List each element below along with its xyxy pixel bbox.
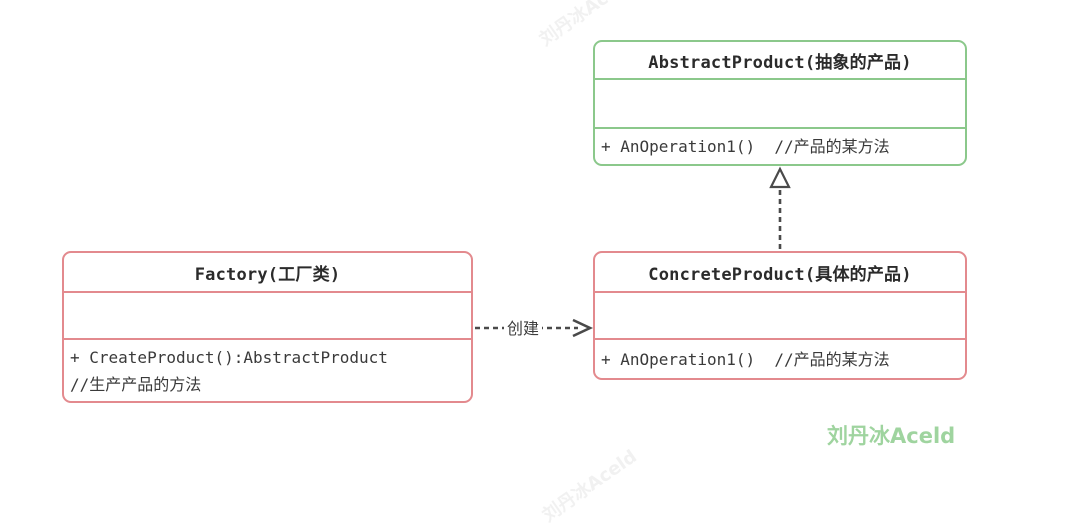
author-watermark: 刘丹冰Aceld <box>827 424 956 448</box>
attributes-section-abstract-product <box>595 80 965 129</box>
dependency-label: 创建 <box>503 315 543 340</box>
realization-arrow-icon <box>769 166 791 250</box>
methods-section-abstract-product: + AnOperation1() //产品的某方法 <box>595 129 965 164</box>
attributes-section-concrete-product <box>595 293 965 340</box>
class-title-abstract-product: AbstractProduct(抽象的产品) <box>595 42 965 80</box>
method-text: + CreateProduct():AbstractProduct <box>70 347 388 367</box>
class-title-concrete-product: ConcreteProduct(具体的产品) <box>595 253 965 293</box>
faint-watermark-bottom: 刘丹冰Aceld <box>538 446 641 523</box>
methods-section-factory: + CreateProduct():AbstractProduct //生产产品… <box>64 340 471 401</box>
class-box-abstract-product: AbstractProduct(抽象的产品) + AnOperation1() … <box>593 40 967 166</box>
method-comment-text: //生产产品的方法 <box>70 374 202 394</box>
attributes-section-factory <box>64 293 471 340</box>
class-box-factory: Factory(工厂类) + CreateProduct():AbstractP… <box>62 251 473 403</box>
methods-section-concrete-product: + AnOperation1() //产品的某方法 <box>595 340 965 378</box>
method-text: + AnOperation1() //产品的某方法 <box>601 349 890 369</box>
method-text: + AnOperation1() //产品的某方法 <box>601 137 890 156</box>
class-box-concrete-product: ConcreteProduct(具体的产品) + AnOperation1() … <box>593 251 967 380</box>
class-title-factory: Factory(工厂类) <box>64 253 471 293</box>
